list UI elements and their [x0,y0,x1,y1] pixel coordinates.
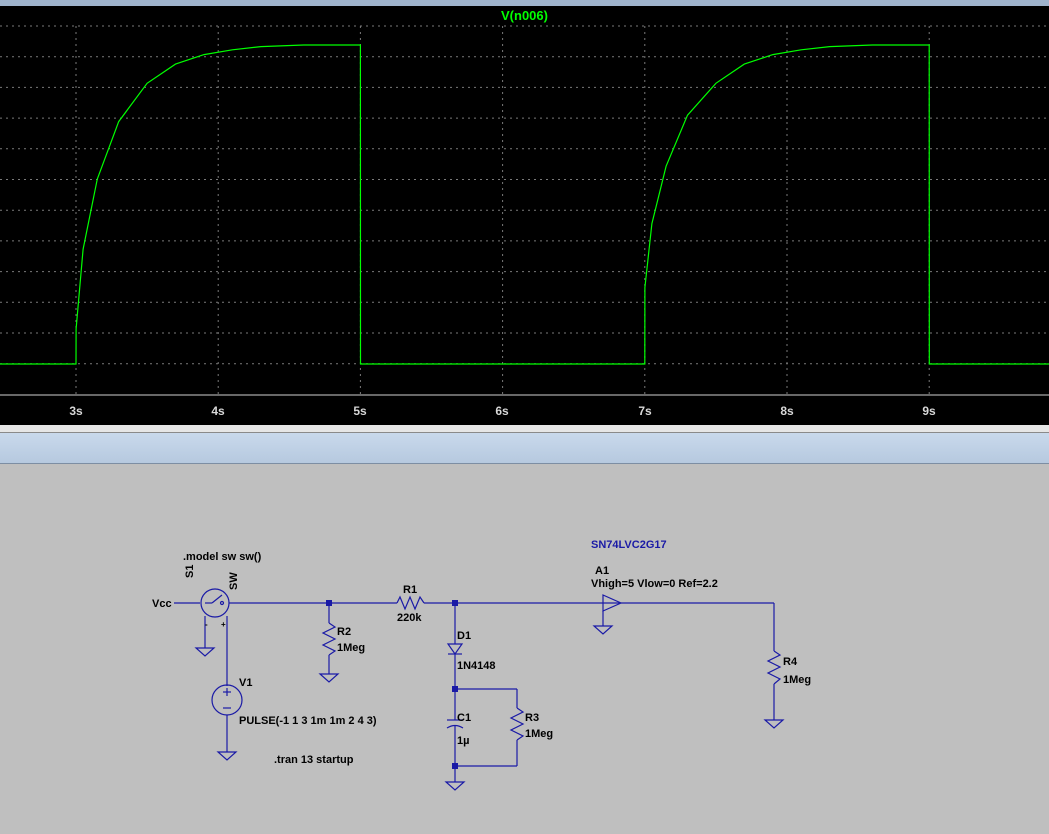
x-tick-label: 4s [211,404,225,418]
r3-value[interactable]: 1Meg [525,728,554,740]
buffer-a1-symbol [602,594,623,612]
schematic-canvas[interactable]: .model sw sw() Vcc S1 SW - + V1 PULSE(-1… [0,464,1049,834]
tran-directive[interactable]: .tran 13 startup [274,754,354,766]
plot-grid [0,25,1049,395]
ground-symbol [444,781,466,791]
v1-value[interactable]: PULSE(-1 1 3 1m 1m 2 4 3) [239,715,377,727]
waveform-plot-pane[interactable]: V(n006) 3s 4s 5s 6s 7s 8s 9s [0,0,1049,425]
ground-symbol [592,625,614,635]
a1-params[interactable]: Vhigh=5 Vlow=0 Ref=2.2 [591,578,718,590]
trace-label[interactable]: V(n006) [501,8,548,23]
d1-name[interactable]: D1 [457,630,472,642]
a1-name[interactable]: A1 [595,565,610,577]
x-tick-label: 5s [353,404,367,418]
schematic-titlebar[interactable] [0,433,1049,464]
switch-s1-symbol [219,600,225,606]
switch-minus-pin: - [205,620,208,629]
waveform-titlebar [0,0,1049,6]
resistor-r4-symbol [766,650,782,685]
v1-name[interactable]: V1 [239,677,253,689]
d1-value[interactable]: 1N4148 [457,660,496,672]
x-tick-label: 3s [69,404,83,418]
r4-name[interactable]: R4 [783,656,798,668]
capacitor-c1-symbol [446,724,464,729]
a1-part-name[interactable]: SN74LVC2G17 [591,539,667,551]
junction-dot [452,600,458,606]
switch-s1-symbol [211,594,223,604]
net-label-vcc[interactable]: Vcc [152,598,172,610]
pane-splitter[interactable] [0,425,1049,433]
model-directive[interactable]: .model sw sw() [183,551,262,563]
ground-symbol [216,751,238,761]
resistor-r1-symbol [396,595,425,611]
x-tick-label: 6s [495,404,509,418]
c1-name[interactable]: C1 [457,712,472,724]
x-tick-label: 9s [922,404,936,418]
r2-name[interactable]: R2 [337,626,352,638]
r1-value[interactable]: 220k [397,612,422,624]
switch-s1-model[interactable]: SW [228,572,240,590]
r2-value[interactable]: 1Meg [337,642,366,654]
junction-dot [452,763,458,769]
junction-dot [326,600,332,606]
switch-plus-pin: + [221,620,226,629]
junction-dot [452,686,458,692]
x-tick-label: 8s [780,404,794,418]
ground-symbol [318,673,340,683]
r4-value[interactable]: 1Meg [783,674,812,686]
resistor-r3-symbol [509,707,525,741]
schematic-drawing[interactable] [0,464,1049,834]
x-tick-label: 7s [638,404,652,418]
r1-name[interactable]: R1 [403,584,418,596]
switch-s1-name[interactable]: S1 [184,564,196,578]
resistor-r2-symbol [321,622,337,656]
ground-symbol [194,647,216,657]
c1-value[interactable]: 1µ [457,735,470,747]
trace-v-n006 [0,44,1049,365]
plot-area[interactable] [0,0,1049,425]
ground-symbol [763,719,785,729]
r3-name[interactable]: R3 [525,712,540,724]
diode-d1-symbol [446,643,464,656]
